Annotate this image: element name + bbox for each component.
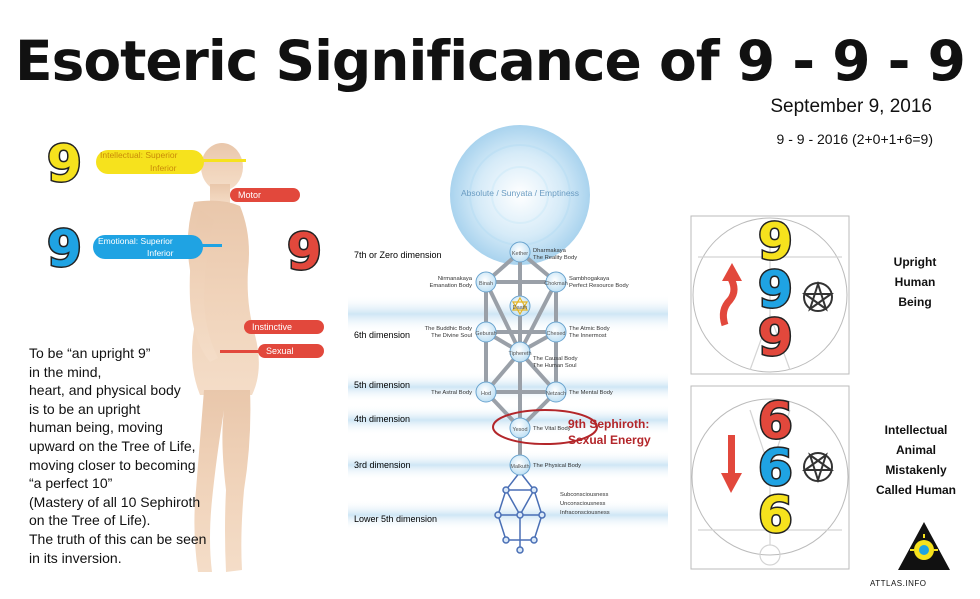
inverted-digit-1: 6 — [757, 392, 795, 451]
unconsciousness-label: Unconsciousness — [560, 501, 606, 507]
intellectual-inferior-label: Inferior — [150, 163, 177, 173]
intellectual-center-bar — [96, 150, 204, 174]
vital-body-label: The Vital Body — [533, 426, 571, 432]
vitruvian-figure-inverted — [698, 409, 842, 566]
causal-body-label: The Causal Body — [533, 356, 578, 362]
node-geburah — [475, 321, 497, 343]
chokmah-label: Chokmah — [544, 281, 568, 287]
band-4th — [348, 405, 668, 435]
reality-body-label: The Reality Body — [533, 255, 577, 261]
upright-nine-explanation: To be “an upright 9” in the mind, heart,… — [29, 345, 207, 566]
node-chokmah — [545, 271, 567, 293]
netzach-label: Netzach — [546, 391, 566, 397]
tiphereth-label: Tiphereth — [508, 351, 531, 357]
chesed-label: Chesed — [547, 331, 566, 337]
intellectual-animal-label: Intellectual Animal Mistakenly Called Hu… — [875, 423, 956, 497]
node-daath — [509, 295, 531, 317]
sexual-pointer — [220, 350, 260, 353]
date-text: September 9, 2016 — [770, 96, 932, 117]
upright-digit-1: 9 — [757, 213, 795, 272]
tree-roots — [494, 471, 546, 554]
ninth-sephiroth-line1: 9th Sephiroth: — [568, 417, 650, 431]
tree-of-life-diagram: Absolute / Sunyata / Emptiness — [348, 125, 668, 554]
infraconsciousness-label: Infraconsciousness — [560, 510, 610, 516]
vitruvian-figure-upright — [698, 222, 842, 371]
date-calculation: 9 - 9 - 2016 (2+0+1+6=9) — [776, 131, 933, 147]
node-tiphereth — [509, 341, 531, 363]
ninth-sephiroth-note: 9th Sephiroth: Sexual Energy — [568, 416, 651, 448]
upright-digit-3: 9 — [757, 309, 795, 368]
logo-text: ATTLAS.INFO — [870, 579, 927, 588]
emanation-body-label: Emanation Body — [429, 283, 472, 289]
dimension-lower-5th: Lower 5th dimension — [354, 514, 437, 524]
astral-body-label: The Astral Body — [431, 390, 472, 396]
mental-body-label: The Mental Body — [569, 390, 613, 396]
node-kether — [509, 241, 531, 263]
node-hod — [475, 381, 497, 403]
page-title: Esoteric Significance of 9 - 9 - 9 — [15, 29, 966, 93]
sexual-center-pill: Sexual — [258, 344, 324, 358]
dimension-3rd: 3rd dimension — [354, 460, 411, 470]
kether-label: Kether — [512, 251, 528, 257]
dimension-4th: 4th dimension — [354, 414, 410, 424]
instinctive-center-pill: Instinctive — [244, 320, 324, 334]
emotional-pointer — [196, 244, 222, 247]
dimension-5th: 5th dimension — [354, 380, 410, 390]
upright-panel — [690, 215, 850, 375]
subconsciousness-label: Subconsciousness — [560, 492, 608, 498]
geburah-label: Geburah — [475, 331, 496, 337]
node-malkuth — [509, 454, 531, 476]
physical-body-label: The Physical Body — [533, 463, 581, 469]
daath-star-icon — [511, 296, 529, 311]
intellectual-pointer — [196, 159, 246, 162]
dimension-7th: 7th or Zero dimension — [354, 250, 442, 260]
dimension-6th: 6th dimension — [354, 330, 410, 340]
emotional-inferior-label: Inferior — [147, 248, 174, 258]
motor-nine: 9 — [286, 223, 324, 282]
atmic-body-label: The Atmic Body — [569, 326, 610, 332]
attlas-logo-icon — [898, 522, 950, 570]
downward-arrow-icon — [721, 435, 742, 493]
motor-center-pill: Motor — [230, 188, 300, 202]
pentagram-upright-icon — [801, 280, 835, 312]
divine-soul-label: The Divine Soul — [431, 333, 472, 339]
inverted-digit-2: 6 — [757, 439, 795, 498]
hod-label: Hod — [481, 391, 491, 397]
malkuth-label: Malkuth — [510, 464, 529, 470]
daath-label: Daath — [513, 305, 528, 311]
innermost-label: The Innermost — [569, 333, 607, 339]
node-yesod — [509, 417, 531, 439]
buddhic-body-label: The Buddhic Body — [425, 326, 472, 332]
nirmanakaya-label: Nirmanakaya — [438, 276, 473, 282]
intellectual-superior-label: Intellectual: Superior — [100, 150, 178, 160]
perfect-resource-body-label: Perfect Resource Body — [569, 283, 629, 289]
yesod-highlight-ring — [492, 409, 598, 445]
emotional-center-bar — [93, 235, 203, 259]
emotional-superior-label: Emotional: Superior — [98, 236, 173, 246]
emotional-nine: 9 — [46, 220, 84, 279]
absolute-label: Absolute / Sunyata / Emptiness — [461, 188, 579, 198]
dharmakaya-label: Dharmakaya — [533, 248, 567, 254]
binah-label: Binah — [479, 281, 493, 287]
upright-digit-2: 9 — [757, 261, 795, 320]
band-5th — [348, 372, 668, 402]
band-3rd — [348, 450, 668, 480]
inverted-digit-3: 6 — [757, 486, 795, 545]
sambhogakaya-label: Sambhogakaya — [569, 276, 610, 282]
node-binah — [475, 271, 497, 293]
upright-human-label: Upright Human Being — [893, 255, 937, 309]
inverted-panel — [690, 385, 850, 570]
intellectual-nine: 9 — [46, 135, 84, 194]
upright-arrow-icon — [719, 263, 742, 327]
node-netzach — [545, 381, 567, 403]
human-soul-label: The Human Soul — [533, 363, 577, 369]
yesod-label: Yesod — [512, 427, 527, 433]
ninth-sephiroth-line2: Sexual Energy — [568, 433, 651, 447]
node-chesed — [545, 321, 567, 343]
pentagram-inverted-icon — [801, 452, 835, 484]
